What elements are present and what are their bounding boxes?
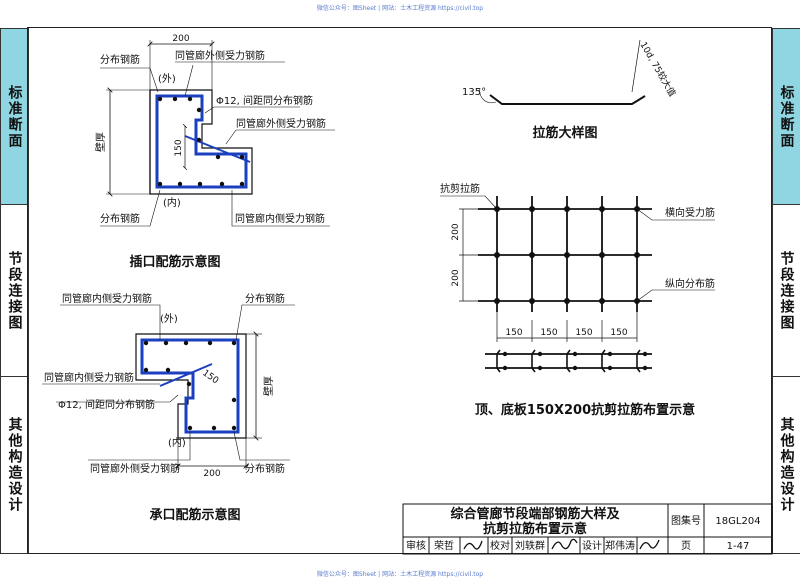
bell-out-label: (外) [160,313,178,325]
grid-lbl-transverse: 横向受力筋 [665,206,715,219]
bell-diagonal-bar [159,363,213,387]
checker-name: 刘轶群 [515,539,545,552]
design-label: 设计 [582,539,602,552]
socket-lbl-tie: Φ12, 间距同分布钢筋 [216,94,313,107]
watermark-top: 微信公众号：图Sheet | 网站：土木工程资源 https://civil.t… [316,5,484,12]
grid-dim-h-1: 150 [540,328,557,338]
sidebar-right-other[interactable]: 其他构造设计 [772,376,800,554]
reviewer-name: 荣哲 [434,540,454,552]
atlas-label: 图集号 [671,514,701,527]
socket-concrete-outline [149,89,253,195]
sidebar-label: 节段连接图 [6,251,23,331]
section-hooks [496,349,641,373]
page-label: 页 [681,540,691,552]
check-label: 校对 [490,539,510,552]
reviewer-signature [463,540,483,550]
bell-lbl-dist-top: 分布钢筋 [245,292,285,305]
page-number: 1-47 [727,541,750,552]
grid-dim-h-0: 150 [505,328,522,338]
sidebar-left-standard-section[interactable]: 标准断面 [0,28,29,206]
sidebar-label: 节段连接图 [778,251,795,331]
sidebar-left-other[interactable]: 其他构造设计 [0,376,29,554]
grid-dim-h-2: 150 [575,328,592,338]
socket-lbl-outer-top: 同管廊外侧受力钢筋 [175,49,265,62]
socket-in-label: (内) [163,196,181,209]
socket-outer-rebar [155,94,248,189]
review-label: 审核 [406,539,426,552]
watermark-bottom: 微信公众号：图Sheet | 网站：土木工程资源 https://civil.t… [316,571,484,578]
tie-detail: 135° 10d, 75较大值 拉筋大样图 [462,40,678,142]
socket-dim-200: 200 [172,34,189,44]
bell-dim-200: 200 [203,469,220,479]
shear-grid [440,195,715,373]
socket-diagonal-bar [184,135,251,163]
bell-concrete-outline [135,333,247,439]
bell-caption: 承口配筋示意图 [149,507,240,523]
socket-dist-dots [157,96,245,187]
socket-out-label: (外) [158,73,176,85]
grid-caption: 顶、底板150X200抗剪拉筋布置示意 [475,402,695,418]
socket-lbl-dist-bot: 分布钢筋 [100,212,140,225]
grid-lbl-shear: 抗剪拉筋 [440,182,480,195]
socket-lbl-inner-bot: 同管廊内侧受力钢筋 [235,212,325,225]
socket-wall-label: 壁厚 [94,132,107,152]
socket-dim-150: 150 [174,139,184,156]
tie-caption: 拉筋大样图 [532,125,597,141]
tie-hook-label: 10d, 75较大值 [637,40,678,99]
title-block [402,503,773,555]
drawing-frame [27,27,772,554]
grid-dim-v-1: 200 [451,269,461,286]
tie-bar [489,94,646,105]
title-line2: 抗剪拉筋布置示意 [483,521,587,537]
bell-lbl-dist-bot: 分布钢筋 [245,462,285,475]
designer-signature [639,539,660,550]
grid-dots [494,206,640,304]
bell-wall-label: 壁厚 [262,376,275,396]
atlas-number: 18GL204 [715,516,760,527]
grid-dim-h-3: 150 [610,328,627,338]
sidebar-right-joint[interactable]: 节段连接图 [772,204,800,378]
grid-lbl-longitudinal: 纵向分布筋 [665,277,715,290]
title-line1: 综合管廊节段端部钢筋大样及 [450,506,620,522]
bell-in-label: (内) [168,436,186,449]
grid-dim-v-0: 200 [451,223,461,240]
bell-lbl-inner-mid: 同管廊内侧受力钢筋 [44,371,134,384]
bell-inner-rebar [140,338,240,434]
tie-angle-label: 135° [462,87,486,98]
socket-diagram: 200 壁厚 150 分布钢筋 同管廊外侧受力钢筋 (外) Φ12, 间距同分布… [94,34,335,270]
bell-lbl-tie: Φ12, 间距同分布钢筋 [58,398,155,411]
bell-lbl-outer-bot: 同管廊外侧受力钢筋 [90,462,180,475]
bell-dim-150: 150 [200,368,220,386]
checker-signature [551,538,578,550]
bell-lbl-inner-top: 同管廊内侧受力钢筋 [62,292,152,305]
sidebar-label: 其他构造设计 [6,417,23,513]
socket-lbl-outer-mid: 同管廊外侧受力钢筋 [236,117,326,130]
sidebar-label: 标准断面 [6,85,23,149]
sidebar-label: 其他构造设计 [778,417,795,513]
sidebar-label: 标准断面 [778,85,795,149]
socket-lbl-dist-top: 分布钢筋 [100,53,140,66]
designer-name: 郑伟涛 [605,539,635,552]
bell-diagram: 壁厚 200 150 同管廊内侧受力钢筋 (外) 分布钢筋 同管廊内侧受力钢筋 … [42,292,295,523]
bell-dist-dots [143,340,237,431]
socket-caption: 插口配筋示意图 [129,254,220,270]
